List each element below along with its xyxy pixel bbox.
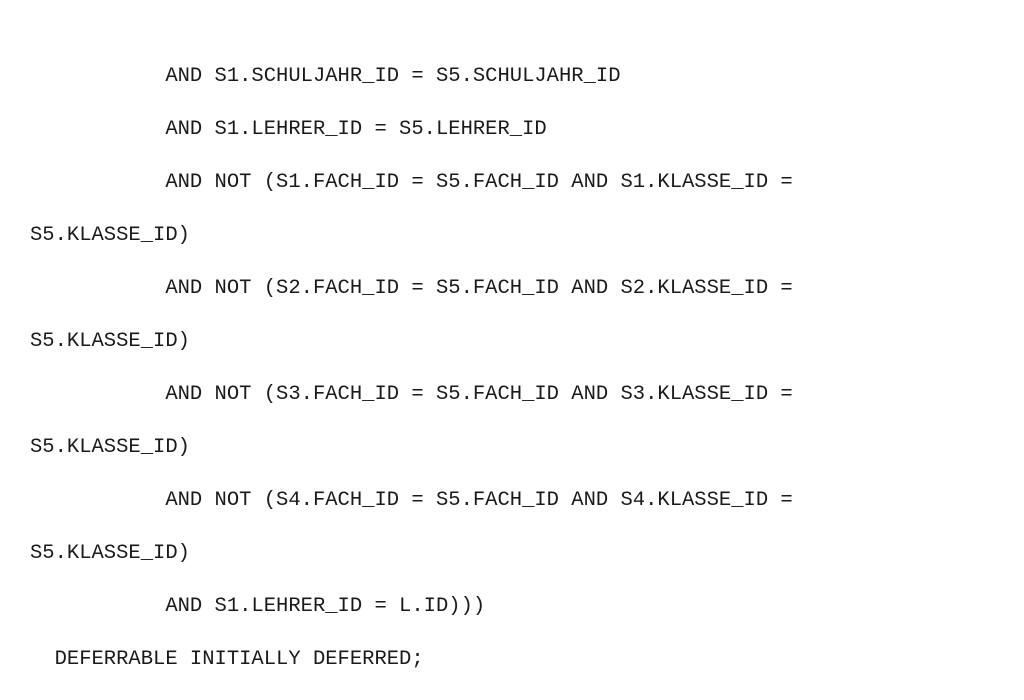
- code-line-6: S5.KLASSE_ID): [30, 330, 190, 353]
- code-line-12: DEFERRABLE INITIALLY DEFERRED;: [30, 648, 424, 671]
- code-line-1: AND S1.SCHULJAHR_ID = S5.SCHULJAHR_ID: [30, 65, 621, 88]
- code-line-11: AND S1.LEHRER_ID = L.ID))): [30, 595, 486, 618]
- code-line-3: AND NOT (S1.FACH_ID = S5.FACH_ID AND S1.…: [30, 171, 793, 194]
- code-line-10: S5.KLASSE_ID): [30, 542, 190, 565]
- code-line-2: AND S1.LEHRER_ID = S5.LEHRER_ID: [30, 118, 547, 141]
- sql-code-block: AND S1.SCHULJAHR_ID = S5.SCHULJAHR_ID AN…: [30, 64, 793, 700]
- code-line-7: AND NOT (S3.FACH_ID = S5.FACH_ID AND S3.…: [30, 383, 793, 406]
- code-line-4: S5.KLASSE_ID): [30, 224, 190, 247]
- code-line-9: AND NOT (S4.FACH_ID = S5.FACH_ID AND S4.…: [30, 489, 793, 512]
- code-line-8: S5.KLASSE_ID): [30, 436, 190, 459]
- code-line-5: AND NOT (S2.FACH_ID = S5.FACH_ID AND S2.…: [30, 277, 793, 300]
